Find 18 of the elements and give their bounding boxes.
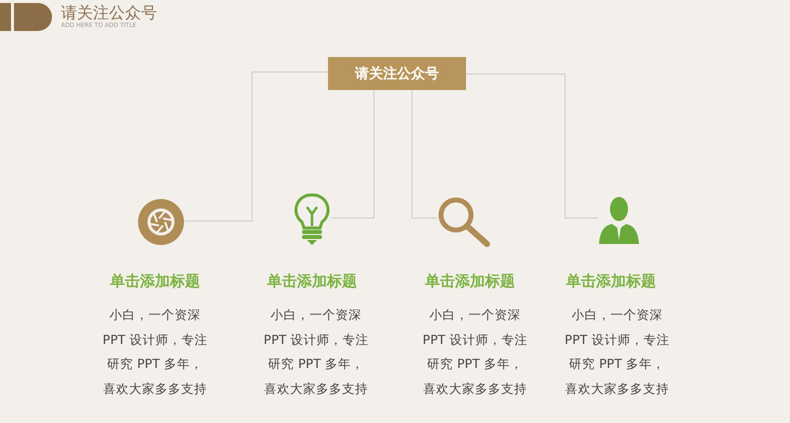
body-text: 小白，一个资深 PPT 设计师，专注研究 PPT 多年，喜欢大家多多支持 bbox=[422, 306, 528, 398]
bulb-icon bbox=[293, 192, 331, 246]
body-text: 小白，一个资深 PPT 设计师，专注研究 PPT 多年，喜欢大家多多支持 bbox=[102, 306, 208, 398]
body-text: 小白，一个资深 PPT 设计师，专注研究 PPT 多年，喜欢大家多多支持 bbox=[262, 306, 370, 398]
connector-line bbox=[466, 73, 598, 219]
column-heading: 单击添加标题 bbox=[424, 272, 516, 291]
column-heading: 单击添加标题 bbox=[565, 272, 657, 291]
title-box: 请关注公众号 bbox=[328, 57, 466, 90]
aperture-icon bbox=[137, 198, 185, 246]
person-icon bbox=[598, 196, 640, 244]
connector-line bbox=[185, 71, 328, 222]
body-text: 小白，一个资深 PPT 设计师，专注研究 PPT 多年，喜欢大家多多支持 bbox=[564, 306, 670, 398]
column-heading: 单击添加标题 bbox=[266, 272, 358, 291]
page-title: 请关注公众号 bbox=[61, 3, 157, 22]
magnifier-icon bbox=[437, 196, 491, 248]
connector-line bbox=[331, 90, 375, 219]
column-heading: 单击添加标题 bbox=[109, 272, 201, 291]
connector-line bbox=[411, 90, 437, 219]
